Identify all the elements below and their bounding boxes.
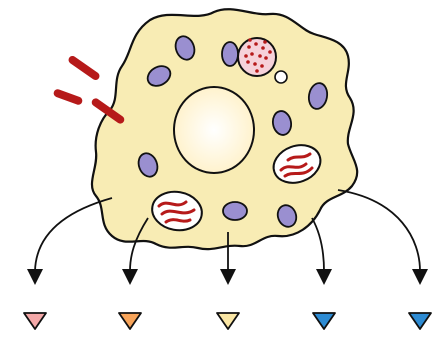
- arrow-line: [312, 218, 324, 271]
- lysosome-dot: [263, 40, 267, 44]
- output-triangle-blue: [313, 313, 335, 329]
- arrow-head: [316, 269, 332, 285]
- nucleus: [174, 87, 254, 173]
- vesicle: [222, 42, 238, 66]
- lysosome-dot: [248, 38, 252, 42]
- lysosome-dot: [268, 50, 272, 54]
- output-triangle-yellow: [217, 313, 239, 329]
- output-triangle-orange: [119, 313, 141, 329]
- lysosome-dot: [253, 62, 257, 66]
- lysosome-dot: [255, 69, 259, 73]
- arrow-head: [122, 269, 138, 285]
- output-triangle-pink: [24, 313, 46, 329]
- arrow-line: [338, 190, 420, 271]
- lysosome-dot: [254, 42, 258, 46]
- arrow-head: [220, 269, 236, 285]
- arrow-head: [27, 269, 43, 285]
- lysosome-dot: [264, 56, 268, 60]
- lysosome-dot: [261, 46, 265, 50]
- lysosome-dot: [258, 54, 262, 58]
- small-vesicle: [275, 71, 287, 83]
- vesicle: [223, 202, 247, 220]
- output-markers: [24, 313, 431, 329]
- lysosome-dot: [244, 54, 248, 58]
- lysosome-dot: [260, 64, 264, 68]
- lysosome-dot: [247, 45, 251, 49]
- lysosome-dot: [250, 52, 254, 56]
- arrow-head: [412, 269, 428, 285]
- lysosome-dot: [246, 60, 250, 64]
- output-triangle-blue: [409, 313, 431, 329]
